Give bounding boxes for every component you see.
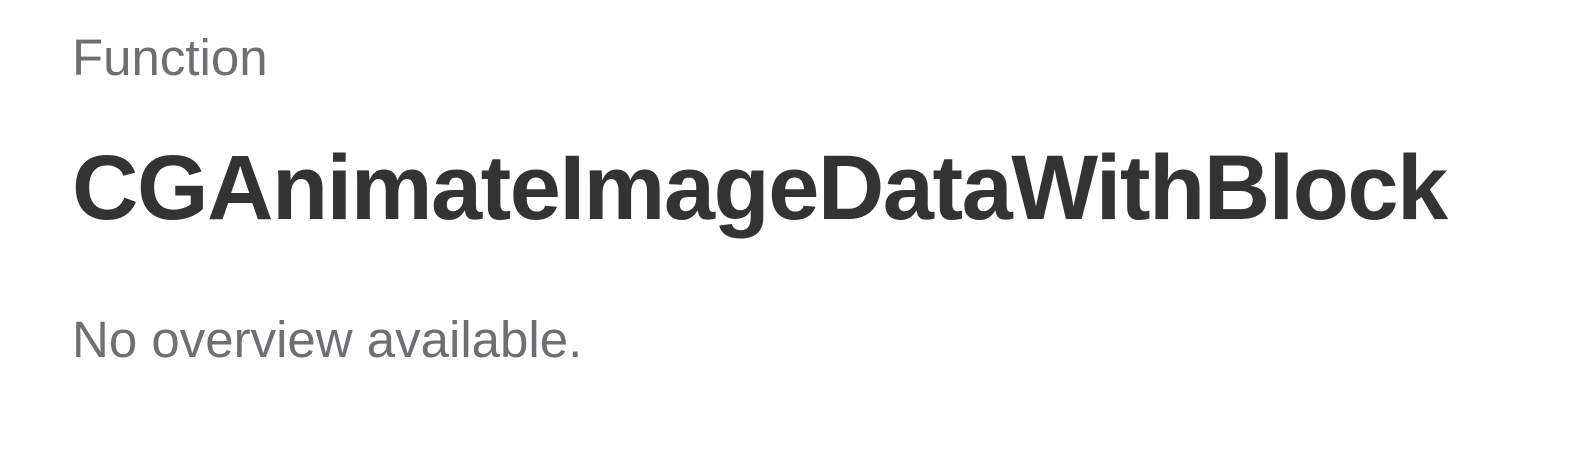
symbol-kind-eyebrow: Function [72,29,268,86]
page-title: CGAnimateImageDataWithBlock [72,137,1448,239]
abstract-text: No overview available. [72,311,583,368]
